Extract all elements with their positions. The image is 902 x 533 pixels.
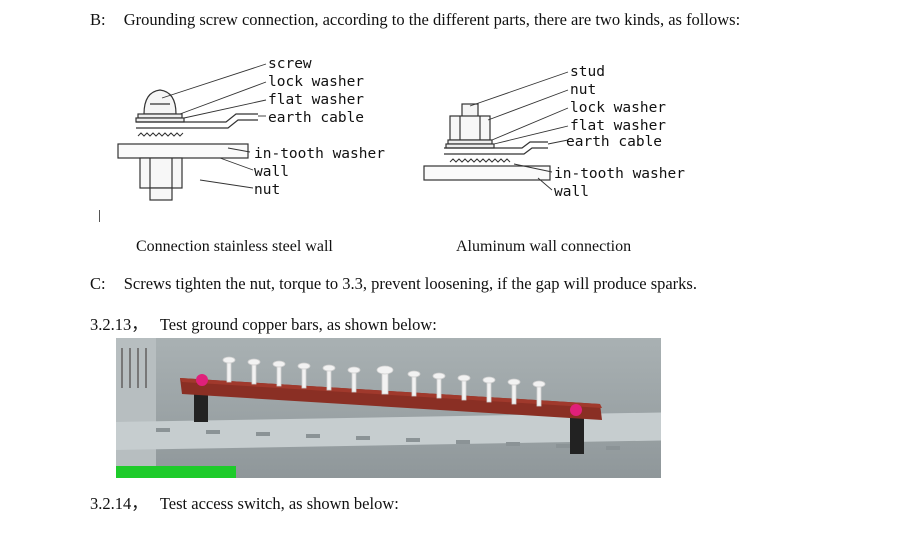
copper-bar-photo: [116, 338, 661, 478]
left-label-nut: nut: [254, 182, 280, 198]
diagram-aluminum-connection: stud nut lock washer flat washer earth c…: [423, 64, 685, 200]
item-3-2-13-number: 3.2.13，: [90, 315, 148, 334]
item-3-2-14-number: 3.2.14，: [90, 494, 148, 513]
caption-stainless-steel: Connection stainless steel wall: [136, 238, 333, 255]
section-c-marker: C:: [90, 274, 106, 293]
section-b-text: Grounding screw connection, according to…: [123, 10, 741, 29]
section-c-text: Screws tighten the nut, torque to 3.3, p…: [123, 274, 697, 293]
right-label-wall: wall: [554, 184, 589, 200]
right-label-lock-washer: lock washer: [570, 100, 666, 116]
left-label-screw: screw: [268, 56, 312, 72]
right-label-in-tooth-washer: in-tooth washer: [554, 166, 685, 182]
section-c: C: Screws tighten the nut, torque to 3.3…: [90, 274, 697, 294]
diagram-stainless-steel-connection: screw lock washer flat washer earth cabl…: [117, 56, 385, 201]
section-b: B: Grounding screw connection, according…: [90, 10, 740, 30]
left-label-flat-washer: flat washer: [268, 92, 364, 108]
left-label-earth-cable: earth cable: [268, 110, 364, 126]
left-label-in-tooth-washer: in-tooth washer: [254, 146, 385, 162]
item-3-2-14-text: Test access switch, as shown below:: [159, 494, 399, 513]
right-label-earth-cable: earth cable: [566, 134, 662, 150]
item-3-2-13-text: Test ground copper bars, as shown below:: [159, 315, 437, 334]
item-3-2-14: 3.2.14， Test access switch, as shown bel…: [90, 490, 399, 514]
right-label-flat-washer: flat washer: [570, 118, 666, 134]
item-3-2-13: 3.2.13， Test ground copper bars, as show…: [90, 311, 437, 335]
left-label-lock-washer: lock washer: [268, 74, 364, 90]
text-cursor-mark: [99, 210, 100, 222]
caption-aluminum: Aluminum wall connection: [456, 238, 632, 255]
section-b-marker: B:: [90, 10, 106, 29]
right-label-stud: stud: [570, 64, 605, 80]
left-label-wall: wall: [254, 164, 289, 180]
right-label-nut: nut: [570, 82, 596, 98]
